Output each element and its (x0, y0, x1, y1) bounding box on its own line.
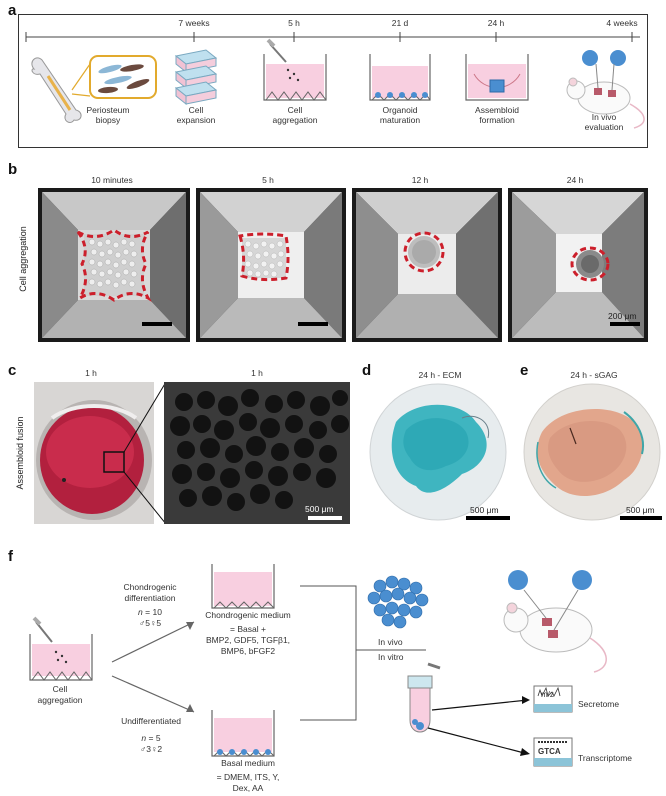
step-3-line1: Cell (287, 105, 303, 115)
start-line2: aggregation (37, 695, 83, 705)
basal-sex: ♂3♀2 (139, 744, 163, 754)
ecm-scale-label: 500 μm (470, 505, 499, 515)
agg-time-4: 24 h (566, 175, 584, 185)
basal-medium: Basal medium (221, 758, 275, 768)
fusion-images (34, 382, 350, 524)
fusion-scale-label: 500 μm (305, 504, 334, 514)
assembloid-well-icon (465, 54, 529, 101)
agg-time-1: 10 minutes (91, 175, 133, 185)
step-1-line2: biopsy (95, 115, 121, 125)
step-2-line1: Cell (188, 105, 204, 115)
secretome-label: Secretome (578, 699, 620, 709)
panel-label-c: c (8, 362, 17, 379)
chondrogenic-well-icon (211, 564, 275, 609)
workflow-diagram (29, 564, 607, 767)
organoid-cluster-icon (367, 575, 429, 629)
sgag-stain-image (523, 383, 662, 521)
chondro-comp-1: = Basal + (230, 624, 266, 634)
agg-scale-label: 200 μm (608, 311, 637, 321)
panel-label-d: d (362, 362, 372, 379)
step-2-line2: expansion (176, 115, 216, 125)
microwell-image-10min (38, 188, 190, 342)
cell-flask-stack-icon (174, 49, 218, 106)
step-1-line1: Periosteum (86, 105, 130, 115)
start-well-icon (29, 616, 93, 681)
microwell-image-12h (352, 188, 502, 342)
basal-n-symbol: n (141, 733, 147, 743)
step-4-line2: maturation (379, 115, 421, 125)
row-label-fusion: Assembloid fusion (15, 416, 25, 490)
tube-icon (407, 662, 441, 733)
basal-comp-2: Dex, AA (232, 783, 264, 793)
chondro-n-value: = 10 (142, 607, 162, 617)
maturation-well-icon (369, 54, 431, 101)
start-line1: Cell (52, 684, 68, 694)
fusion-left-time: 1 h (85, 368, 97, 378)
biopsy-cells-icon (71, 55, 157, 99)
invivo-mouse-icon (503, 570, 607, 673)
timeline-frame (18, 14, 648, 148)
chondro-medium: Chondrogenic medium (205, 610, 291, 620)
transcriptome-label: Transcriptome (578, 753, 633, 763)
panel-label-f: f (8, 548, 13, 565)
sgag-scale-label: 500 μm (626, 505, 655, 515)
basal-n-value: = 5 (146, 733, 161, 743)
step-6-line1: In vivo (591, 112, 617, 122)
ecm-stain-image (369, 383, 510, 521)
step-5-line1: Assembloid (475, 105, 519, 115)
chondro-sex: ♂5♀5 (138, 618, 162, 628)
invitro-label: In vitro (378, 652, 404, 662)
chondro-comp-2: BMP2, GDF5, TGFβ1, (205, 635, 291, 645)
agg-time-3: 12 h (411, 175, 429, 185)
step-3-line2: aggregation (272, 115, 318, 125)
step-5-line2: formation (479, 115, 515, 125)
timeline-mark-1: 7 weeks (178, 18, 210, 28)
panel-label-a: a (8, 2, 17, 19)
transcriptome-icon (533, 737, 573, 767)
basal-well-icon (211, 710, 275, 757)
panel-label-b: b (8, 161, 18, 178)
chondro-arm-line1: Chondrogenic (123, 582, 177, 592)
microwell-image-24h (508, 188, 648, 342)
timeline-icons (31, 38, 645, 129)
chondro-arm-line2: differentiation (124, 593, 176, 603)
chondro-comp-3: BMP6, bFGF2 (220, 646, 276, 656)
basal-comp-1: = DMEM, ITS, Y, (216, 772, 280, 782)
chondro-n-symbol: n (138, 607, 143, 617)
microwell-image-5h (196, 188, 346, 342)
timeline-axis (25, 32, 640, 42)
timeline-mark-4: 24 h (487, 18, 505, 28)
mz-label: m/z (541, 690, 554, 699)
fusion-right-time: 1 h (251, 368, 263, 378)
basal-arm: Undifferentiated (121, 716, 181, 726)
invivo-label: In vivo (378, 637, 403, 647)
bone-icon (31, 57, 82, 123)
aggregation-well-icon (263, 38, 327, 101)
mouse-icon (566, 50, 645, 129)
timeline-mark-3: 21 d (391, 18, 409, 28)
timeline-mark-5: 4 weeks (606, 18, 638, 28)
timeline-mark-2: 5 h (288, 18, 300, 28)
ecm-title: 24 h - ECM (418, 370, 462, 380)
panel-label-e: e (520, 362, 529, 379)
sgag-title: 24 h - sGAG (570, 370, 618, 380)
row-label-aggregation: Cell aggregation (18, 226, 28, 292)
step-6-line2: evaluation (584, 122, 624, 132)
step-4-line1: Organoid (382, 105, 418, 115)
gtca-label: GTCA (538, 747, 561, 756)
agg-time-2: 5 h (262, 175, 274, 185)
secretome-icon (533, 685, 573, 713)
